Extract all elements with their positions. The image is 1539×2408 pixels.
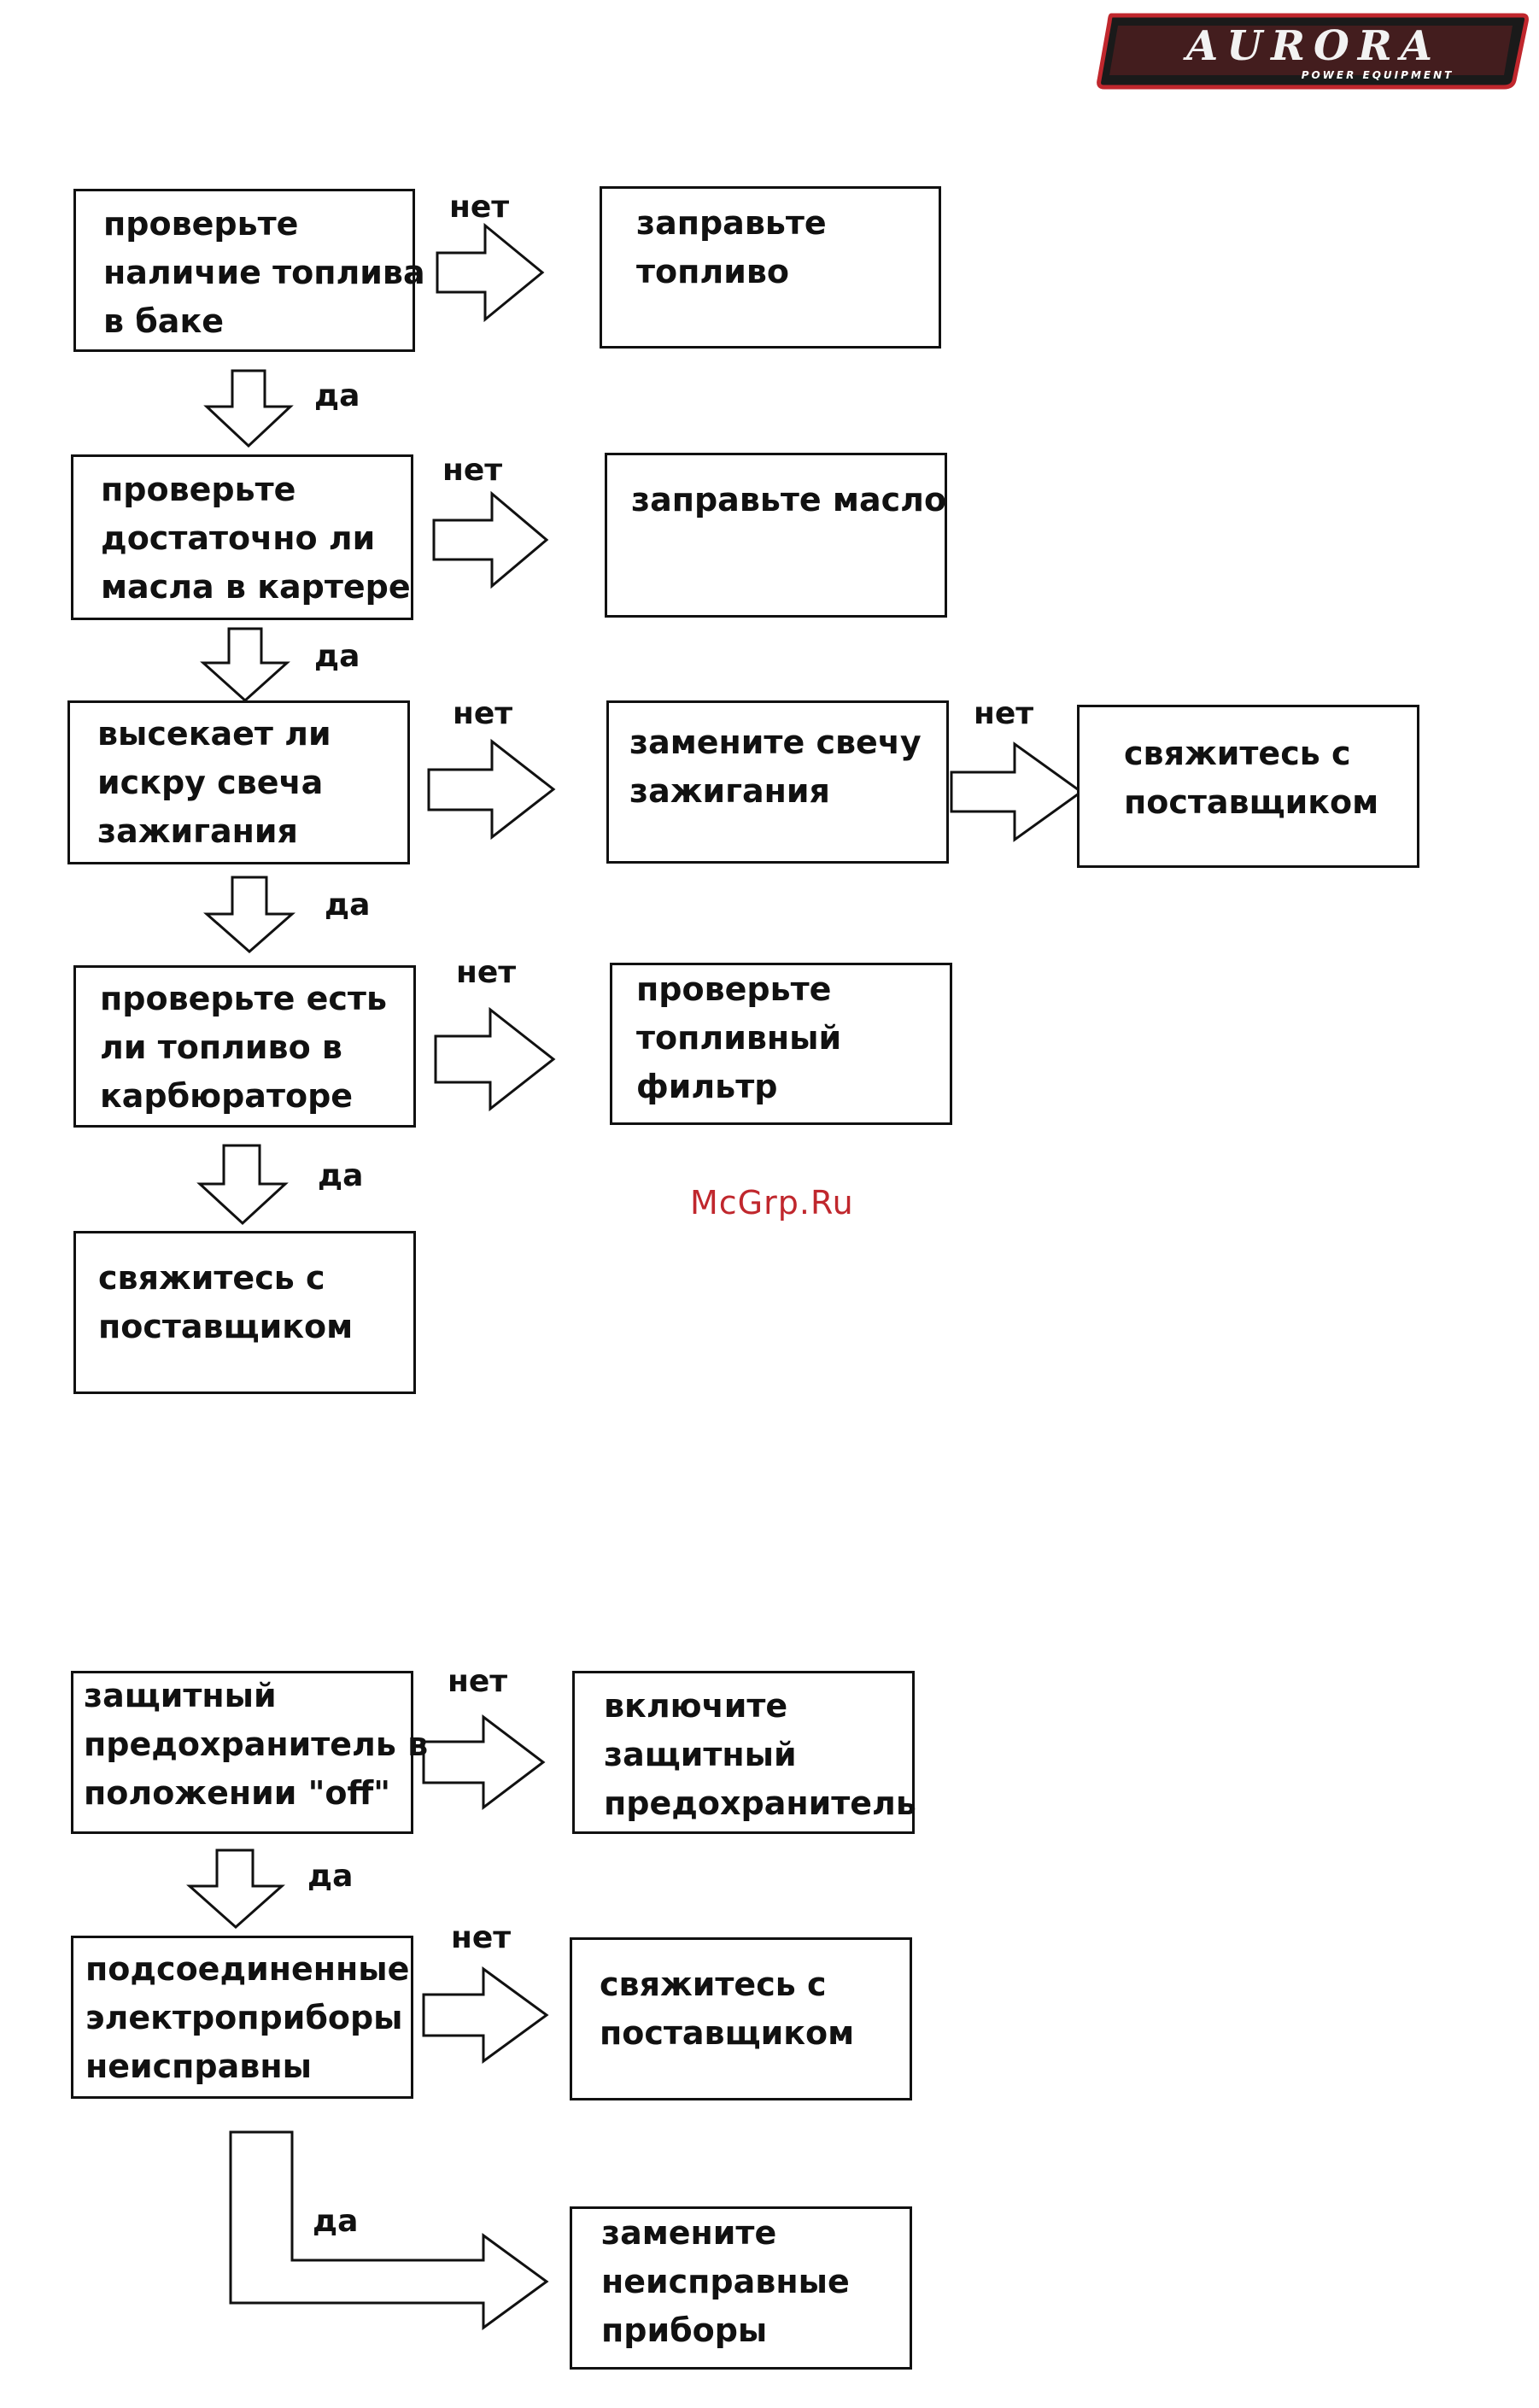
box-contact-supplier: свяжитесь с поставщиком <box>570 1937 912 2100</box>
box-contact-supplier: свяжитесь с поставщиком <box>1077 705 1419 868</box>
box-text: проверьте <box>103 205 299 243</box>
label-yes: да <box>325 888 371 923</box>
box-text: ли топливо в <box>100 1028 342 1066</box>
box-text: положении "off" <box>84 1774 391 1812</box>
box-fill-fuel: заправьте топливо <box>600 186 941 349</box>
box-text: включите <box>604 1687 788 1725</box>
box-text: зажигания <box>97 812 298 850</box>
box-text: подсоединенные <box>85 1950 410 1988</box>
label-no: нет <box>456 955 517 990</box>
box-text: неисправны <box>85 2048 312 2085</box>
box-text: в баке <box>103 302 225 340</box>
box-text: неисправные <box>601 2263 850 2300</box>
box-fill-oil: заправьте масло <box>605 453 947 618</box>
box-appliances: подсоединенные электроприборы неисправны <box>71 1936 413 2099</box>
box-replace-appliances: замените неисправные приборы <box>570 2206 912 2370</box>
box-text: масла в картере <box>101 568 411 606</box>
box-text: проверьте <box>636 970 832 1008</box>
arrow-right <box>950 741 1084 842</box>
arrow-right <box>422 1714 546 1811</box>
label-no: нет <box>442 453 503 488</box>
box-text: фильтр <box>636 1068 778 1105</box>
arrow-down <box>200 627 290 703</box>
box-text: искру свеча <box>97 764 324 801</box>
logo-tagline: POWER EQUIPMENT <box>1302 69 1454 81</box>
arrow-right <box>436 222 545 323</box>
box-text: свяжитесь с <box>1124 735 1351 772</box>
box-text: предохранитель <box>604 1784 916 1822</box>
box-text: защитный <box>84 1677 277 1714</box>
box-text: свяжитесь с <box>600 1966 827 2003</box>
label-yes: да <box>314 639 360 674</box>
box-spark: высекает ли искру свеча зажигания <box>67 700 410 864</box>
arrow-down <box>203 369 294 448</box>
arrow-right <box>422 1966 549 2064</box>
arrow-right <box>427 738 556 841</box>
box-text: заправьте <box>636 204 827 242</box>
box-check-filter: проверьте топливный фильтр <box>610 963 952 1125</box>
box-breaker: защитный предохранитель в положении "off… <box>71 1671 428 1834</box>
box-check-oil: проверьте достаточно ли масла в картере <box>71 454 413 620</box>
arrow-right <box>432 490 549 589</box>
box-check-fuel: проверьте наличие топлива в баке <box>73 189 425 352</box>
label-no: нет <box>449 190 510 225</box>
watermark: McGrp.Ru <box>690 1184 854 1222</box>
box-text: зажигания <box>629 772 830 810</box>
box-text: защитный <box>604 1736 797 1773</box>
label-yes: да <box>318 1158 364 1193</box>
box-enable-breaker: включите защитный предохранитель <box>572 1671 916 1834</box>
box-text: приборы <box>601 2311 768 2349</box>
box-text: заправьте масло <box>631 481 947 519</box>
label-yes: да <box>307 1859 354 1894</box>
arrow-right <box>434 1006 556 1112</box>
box-text: поставщиком <box>1124 783 1379 821</box>
box-text: проверьте <box>101 471 296 508</box>
box-text: карбюраторе <box>100 1077 354 1115</box>
box-text: замените свечу <box>629 724 922 761</box>
box-replace-plug: замените свечу зажигания <box>606 700 949 864</box>
box-text: проверьте есть <box>100 980 387 1017</box>
label-no: нет <box>451 1920 512 1955</box>
label-no: нет <box>974 696 1034 731</box>
label-yes: да <box>314 378 360 413</box>
box-text: предохранитель в <box>84 1725 429 1763</box>
box-check-carb: проверьте есть ли топливо в карбюраторе <box>73 965 416 1128</box>
box-text: высекает ли <box>97 715 331 753</box>
box-text: поставщиком <box>98 1308 354 1345</box>
box-text: достаточно ли <box>101 519 376 557</box>
arrow-down <box>196 1144 289 1226</box>
box-text: свяжитесь с <box>98 1259 325 1297</box>
arrow-bend <box>229 2130 549 2330</box>
box-text: топливо <box>636 253 789 290</box>
logo-brand: AURORA <box>1183 22 1441 70</box>
box-text: замените <box>601 2214 777 2252</box>
label-no: нет <box>448 1664 508 1699</box>
box-contact-supplier: свяжитесь с поставщиком <box>73 1231 416 1394</box>
box-text: топливный <box>636 1019 842 1057</box>
box-text: поставщиком <box>600 2014 855 2052</box>
arrow-down <box>203 876 296 953</box>
aurora-logo: AURORA POWER EQUIPMENT <box>1097 13 1529 90</box>
label-yes: да <box>313 2204 359 2239</box>
arrow-down <box>186 1848 285 1930</box>
box-text: электроприборы <box>85 1999 403 2036</box>
label-no: нет <box>453 696 513 731</box>
box-text: наличие топлива <box>103 254 425 291</box>
